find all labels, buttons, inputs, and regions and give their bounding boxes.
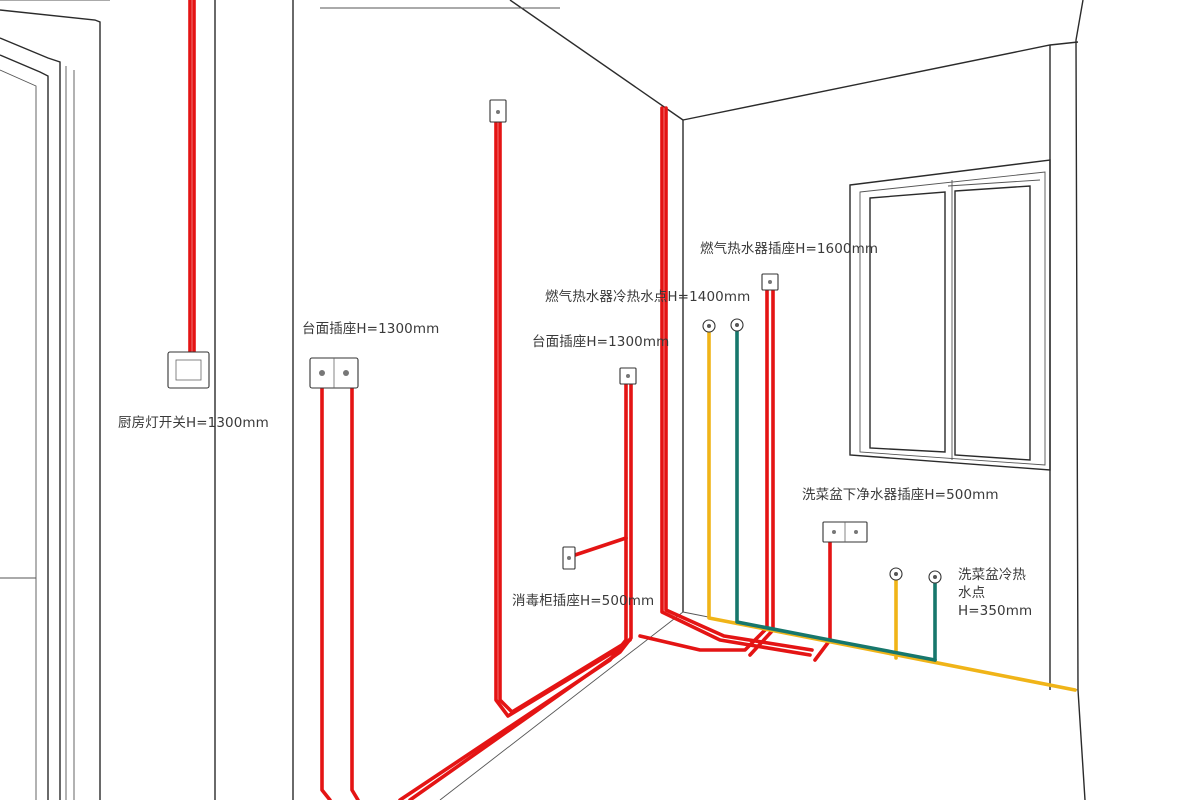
water-heater-socket-label: 燃气热水器插座H=1600mm: [700, 241, 879, 257]
counter-socket-right: [619, 367, 637, 385]
sink-purifier-socket: [822, 521, 868, 543]
cold-water-pipes: [735, 328, 937, 662]
counter-socket-left-label: 台面插座H=1300mm: [302, 321, 440, 337]
water-heater-socket: [761, 273, 779, 291]
light-switch: [167, 351, 210, 389]
high-wall-socket: [489, 99, 507, 123]
sink-water-outlets: [889, 567, 942, 584]
sink-water-label-line3: H=350mm: [958, 603, 1033, 619]
hot-water-pipes: [707, 328, 1077, 692]
disinfection-socket-label: 消毒柜插座H=500mm: [512, 593, 655, 609]
sink-purifier-socket-label: 洗菜盆下净水器插座H=500mm: [802, 487, 999, 503]
light-switch-label: 厨房灯开关H=1300mm: [118, 415, 269, 431]
window: [849, 159, 1051, 471]
counter-socket-right-label: 台面插座H=1300mm: [532, 334, 670, 350]
water-heater-outlets: [702, 318, 744, 333]
electric-wires: [188, 0, 832, 800]
water-heater-water-label: 燃气热水器冷热水点H=1400mm: [545, 289, 751, 305]
sink-water-label-line1: 洗菜盆冷热: [958, 567, 1026, 583]
door-frame: [0, 0, 110, 800]
sink-water-label-line2: 水点: [958, 585, 986, 601]
counter-socket-left: [309, 357, 359, 389]
disinfection-socket: [562, 546, 576, 570]
